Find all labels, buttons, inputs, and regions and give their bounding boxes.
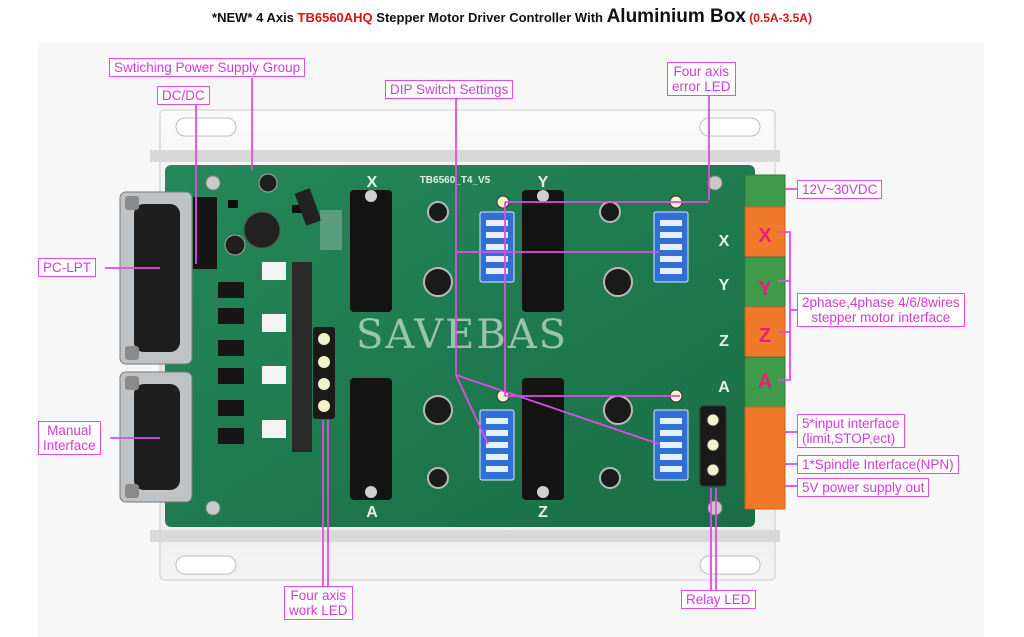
dip-switches: [479, 211, 689, 481]
silk-side-x: X: [719, 233, 730, 250]
label-work-led-line1: Four axis: [290, 588, 347, 603]
label-four-axis-error-led: Four axis error LED: [667, 62, 736, 96]
terminal-letter-y: Y: [758, 278, 772, 300]
label-input-line2: (limit,STOP,ect): [802, 431, 896, 446]
silk-axis-x: X: [367, 174, 378, 191]
label-stepper-line2: stepper motor interface: [811, 310, 951, 325]
db25-connector-pc-lpt: [119, 191, 193, 365]
db15-connector-manual: [119, 371, 193, 503]
silk-side-a: A: [718, 379, 730, 396]
label-manual-line2: Interface: [43, 438, 96, 453]
label-spindle-interface: 1*Spindle Interface(NPN): [797, 455, 959, 474]
annotation-leader-lines: [105, 78, 797, 590]
label-input-interface: 5*input interface (limit,STOP,ect): [797, 414, 905, 448]
label-dip-switch-settings: DIP Switch Settings: [385, 80, 514, 99]
error-leds: [496, 195, 683, 403]
label-5v-power-out: 5V power supply out: [797, 478, 930, 497]
silk-axis-a: A: [366, 504, 378, 521]
watermark-logo: SAVEBAS: [356, 312, 568, 358]
label-manual-interface: Manual Interface: [38, 421, 101, 455]
silk-axis-z: Z: [538, 504, 548, 521]
terminal-letter-a: A: [758, 371, 772, 393]
title-middle: Stepper Motor Driver Controller With: [372, 10, 607, 25]
label-stepper-motor-interface: 2phase,4phase 4/6/8wires stepper motor i…: [797, 293, 965, 327]
relay-leds: [699, 405, 727, 487]
label-switching-power-supply: Swtiching Power Supply Group: [109, 58, 306, 77]
driver-chip-x: [350, 190, 392, 312]
label-four-axis-work-led: Four axis work LED: [284, 586, 353, 620]
label-relay-led: Relay LED: [681, 590, 756, 609]
terminal-letter-z: Z: [759, 325, 771, 347]
title-model: TB6560AHQ: [297, 10, 373, 25]
title-box: Aluminium Box: [606, 6, 746, 27]
label-stepper-line1: 2phase,4phase 4/6/8wires: [802, 295, 960, 310]
work-leds: [313, 327, 335, 419]
terminal-letter-x: X: [758, 225, 772, 247]
logic-ic-column: [218, 262, 312, 452]
label-work-led-line2: work LED: [289, 603, 348, 618]
silk-side-y: Y: [719, 277, 730, 294]
label-pc-lpt: PC-LPT: [38, 258, 97, 277]
title-range: (0.5A-3.5A): [745, 11, 812, 25]
silk-side-z: Z: [719, 333, 729, 350]
page-title: *NEW* 4 Axis TB6560AHQ Stepper Motor Dri…: [0, 6, 1024, 28]
driver-chip-y: [522, 190, 564, 312]
title-prefix: *NEW* 4 Axis: [212, 10, 298, 25]
driver-chip-a: [350, 378, 392, 500]
label-error-led-line1: Four axis: [673, 64, 730, 79]
label-input-line1: 5*input interface: [802, 416, 900, 431]
silk-axis-y: Y: [538, 174, 549, 191]
label-dc-dc: DC/DC: [157, 86, 210, 105]
power-supply-components: [193, 173, 342, 269]
terminal-block: [744, 174, 786, 510]
label-power-input: 12V~30VDC: [797, 180, 883, 199]
label-manual-line1: Manual: [47, 423, 92, 438]
label-error-led-line2: error LED: [672, 79, 731, 94]
